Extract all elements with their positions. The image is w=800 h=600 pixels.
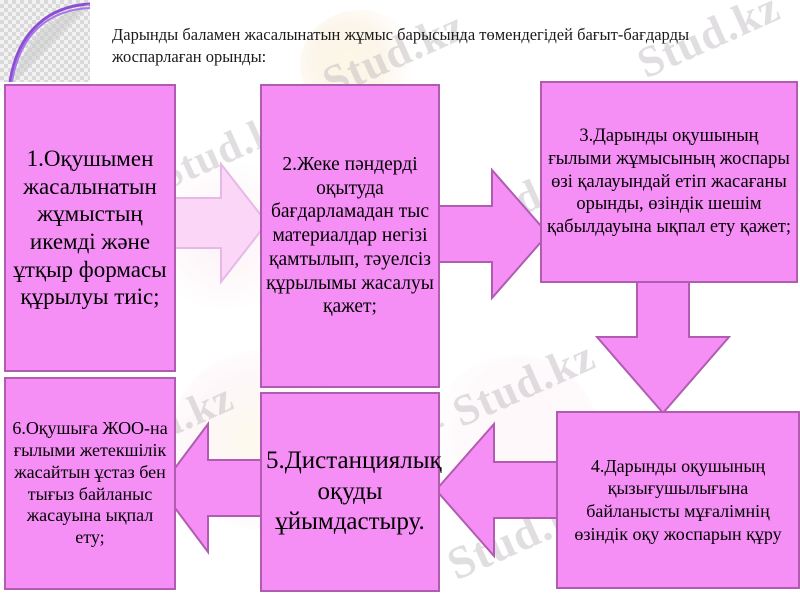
flow-box-1[interactable]: 1.Оқушымен жасалынатын жұмыстың икемді ж… — [4, 84, 176, 372]
arrow-box5-to-box6 — [158, 421, 269, 555]
flow-box-3[interactable]: 3.Дарынды оқушының ғылыми жұмысының жосп… — [540, 81, 798, 283]
arrow-box3-to-box4 — [594, 280, 732, 415]
flow-box-2-text: 2.Жеке пәндерді оқытуда бағдарламадан ты… — [266, 153, 434, 318]
flow-box-1-text: 1.Оқушымен жасалынатын жұмыстың икемді ж… — [13, 146, 167, 310]
arrow-box4-to-box5 — [434, 421, 565, 559]
flow-box-6-text: 6.Оқушыға ЖОО-на ғылыми жетекшілік жасай… — [12, 417, 168, 548]
corner-decoration — [0, 0, 90, 82]
flow-box-3-text: 3.Дарынды оқушының ғылыми жұмысының жосп… — [546, 125, 792, 238]
flow-box-5[interactable]: 5.Дистанциялық оқуды ұйымдастыру. — [260, 392, 442, 592]
corner-arc-icon — [8, 2, 90, 82]
flow-box-4[interactable]: 4.Дарынды оқушының қызығушылығына байлан… — [556, 411, 800, 589]
arrow-box1-to-box2 — [162, 161, 269, 285]
flow-box-5-text: 5.Дистанциялық оқуды ұйымдастыру. — [266, 447, 442, 536]
page-title: Дарынды баламен жасалынатын жұмыс барысы… — [112, 25, 690, 66]
flow-box-2[interactable]: 2.Жеке пәндерді оқытуда бағдарламадан ты… — [260, 84, 440, 388]
flow-box-4-text: 4.Дарынды оқушының қызығушылығына байлан… — [574, 455, 782, 544]
flow-box-6[interactable]: 6.Оқушыға ЖОО-на ғылыми жетекшілік жасай… — [4, 377, 176, 590]
arrow-box2-to-box3 — [429, 167, 550, 301]
